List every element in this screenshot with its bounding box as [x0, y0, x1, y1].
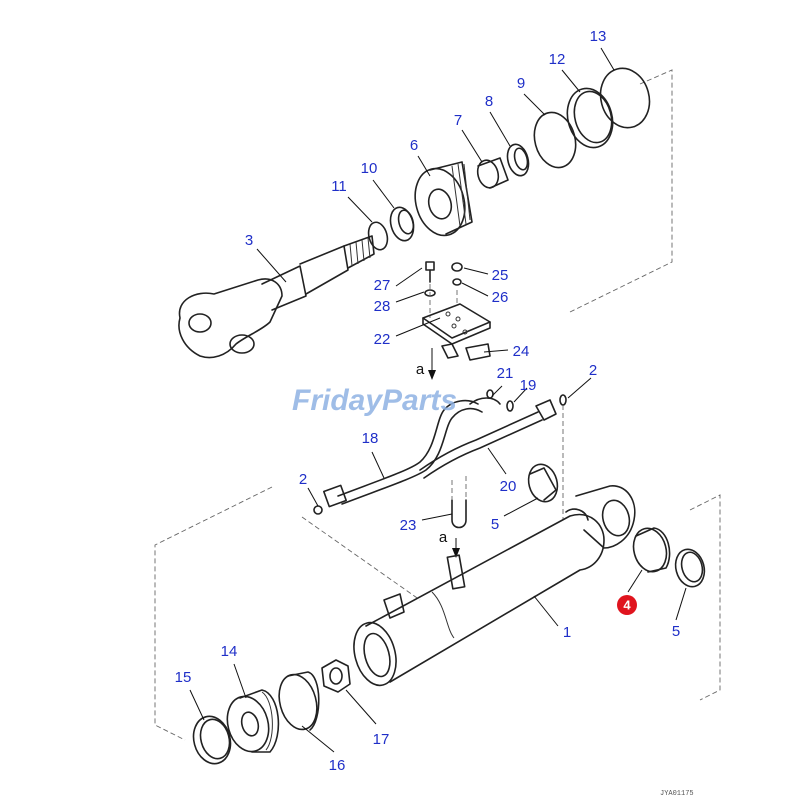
callout-27: 27: [374, 277, 391, 294]
callout-5-lower: 5: [672, 623, 680, 640]
callout-11: 11: [331, 178, 347, 195]
assembly-frame-lower: [154, 486, 721, 741]
callout-12: 12: [549, 51, 566, 68]
hydraulic-hose-18: [313, 399, 483, 515]
bushing-4: [632, 527, 671, 573]
washer-26: [452, 278, 462, 286]
callout-24: 24: [513, 343, 530, 360]
callout-21: 21: [497, 365, 514, 382]
piston-14: [226, 689, 280, 753]
bushing-5-upper: [527, 463, 559, 503]
bolt-27: [425, 261, 435, 283]
drawing-number: JYA01175: [660, 790, 694, 798]
o-ring-21: [486, 389, 494, 399]
u-clamp-23: [451, 476, 467, 529]
wear-ring-15: [192, 715, 232, 765]
callout-1: 1: [563, 624, 571, 641]
callout-2-lower: 2: [299, 471, 307, 488]
callout-8: 8: [485, 93, 493, 110]
callout-10: 10: [361, 160, 378, 177]
callout-19: 19: [520, 377, 537, 394]
assembly-frame-upper: [569, 69, 673, 313]
backup-ring-12: [566, 87, 614, 149]
callout-14: 14: [221, 643, 238, 660]
nut-17: [321, 659, 351, 693]
watermark-logo: FridayParts: [292, 384, 457, 417]
cylinder-head: [414, 161, 473, 237]
callout-16: 16: [329, 757, 346, 774]
callout-3: 3: [245, 232, 253, 249]
callout-25: 25: [492, 267, 509, 284]
nut-25: [451, 262, 463, 272]
clip-24: [441, 343, 491, 361]
callout-20: 20: [500, 478, 517, 495]
view-arrow-a-upper: [428, 348, 436, 380]
highlight-badge-4: [617, 595, 637, 615]
callout-26: 26: [492, 289, 509, 306]
callout-6: 6: [410, 137, 418, 154]
view-arrow-a-lower: [452, 538, 460, 558]
o-ring-13: [599, 67, 651, 129]
o-ring-9: [533, 111, 577, 169]
piston-rod: [178, 235, 375, 359]
leader-lines: [189, 47, 687, 753]
callout-7: 7: [454, 112, 462, 129]
o-ring-2-upper: [559, 394, 567, 520]
callout-23: 23: [400, 517, 417, 534]
bushing-7: [476, 157, 509, 189]
view-letter-a-upper: a: [416, 361, 425, 378]
callout-28: 28: [374, 298, 391, 315]
hydraulic-tube-20: [419, 397, 557, 479]
o-ring-19: [506, 400, 514, 412]
callouts: 1 2 2 3 4 5 5 6 7 8 9 10 11 12 13 14 15 …: [175, 28, 681, 774]
callout-22: 22: [374, 331, 391, 348]
callout-4: 4: [623, 597, 631, 612]
cylinder-tube-1: [353, 485, 636, 687]
callout-17: 17: [373, 731, 390, 748]
ring-10: [389, 206, 415, 242]
view-letter-a-lower: a: [439, 529, 448, 546]
callout-9: 9: [517, 75, 525, 92]
buffer-ring-8: [506, 143, 530, 177]
seal-ring-5-lower: [674, 548, 706, 588]
callout-18: 18: [362, 430, 379, 447]
piston-ring-16: [278, 671, 320, 731]
callout-13: 13: [590, 28, 607, 45]
callout-5-upper: 5: [491, 516, 499, 533]
callout-2-upper: 2: [589, 362, 597, 379]
mounting-plate-22: [422, 284, 491, 345]
callout-15: 15: [175, 669, 192, 686]
seal-ring-11: [367, 221, 389, 251]
